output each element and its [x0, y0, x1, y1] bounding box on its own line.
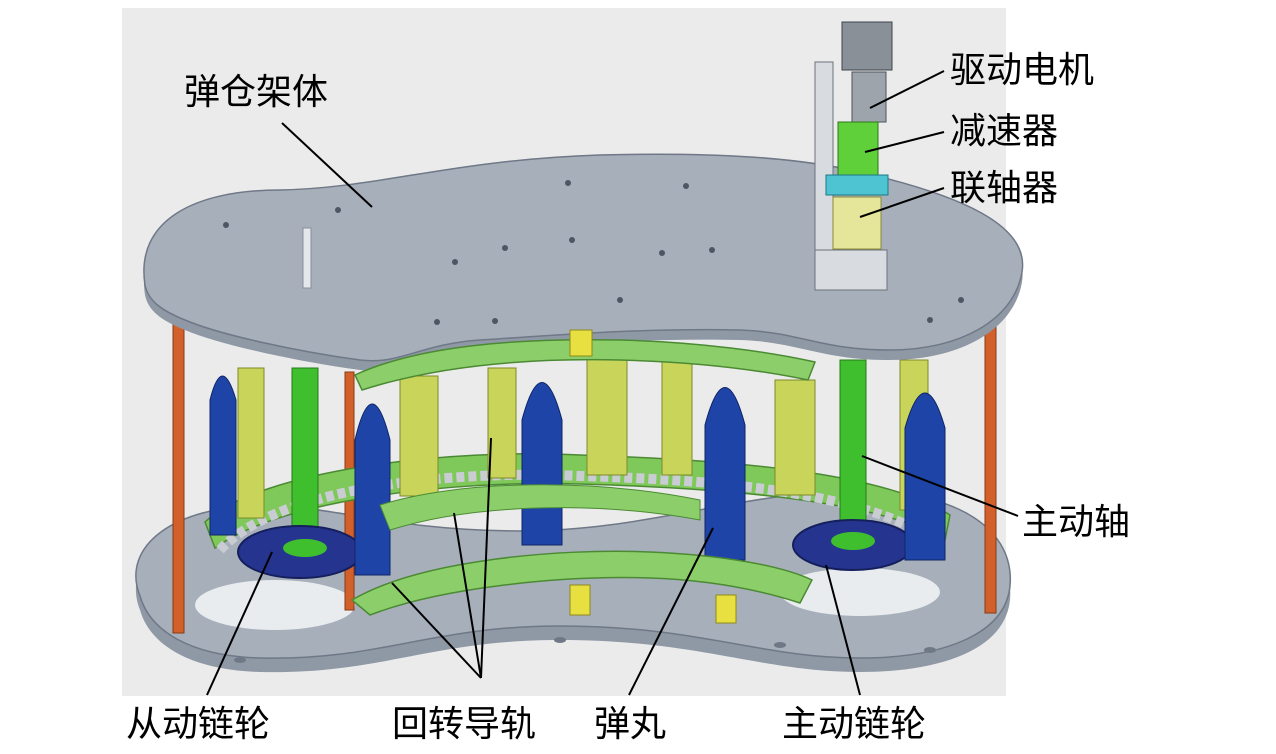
label-driving-shaft: 主动轴	[1022, 502, 1130, 543]
lower-stub-2	[715, 594, 737, 624]
leader-lines	[206, 70, 1019, 696]
motor-body	[851, 71, 887, 123]
label-drive-motor: 驱动电机	[950, 50, 1094, 91]
bottom-cutout-right	[780, 568, 940, 616]
label-reducer: 减速器	[950, 111, 1058, 152]
coupling-body	[832, 196, 882, 250]
motor-bracket-base	[814, 249, 888, 291]
motor-assembly	[814, 21, 893, 291]
shafts	[291, 359, 867, 544]
label-driven-sprocket: 从动链轮	[126, 704, 270, 745]
upper-stub	[569, 329, 593, 357]
driving-shaft	[839, 359, 867, 541]
reducer-body	[837, 121, 879, 183]
bottom-cutout-left	[195, 580, 355, 630]
lower-stub-1	[569, 584, 591, 616]
label-projectile: 弹丸	[594, 704, 666, 745]
driving-sprocket-part	[792, 519, 914, 571]
driven-sprocket-part	[237, 525, 363, 579]
guide-plates-rear	[237, 354, 929, 519]
top-rod	[302, 227, 312, 289]
motor-head	[841, 21, 893, 71]
top-plate	[143, 153, 1024, 371]
driven-shaft	[291, 367, 319, 544]
lower-mid-rail	[379, 484, 701, 531]
label-rotary-guide-rail: 回转导轨	[392, 704, 536, 745]
label-coupling: 联轴器	[950, 168, 1058, 209]
coupling-flange	[825, 174, 889, 196]
lower-front-rail	[350, 550, 814, 616]
upper-guide-rail	[354, 338, 817, 391]
projectiles	[209, 375, 946, 576]
label-driving-sprocket: 主动链轮	[782, 704, 926, 745]
label-magazine-frame: 弹仓架体	[184, 72, 328, 113]
